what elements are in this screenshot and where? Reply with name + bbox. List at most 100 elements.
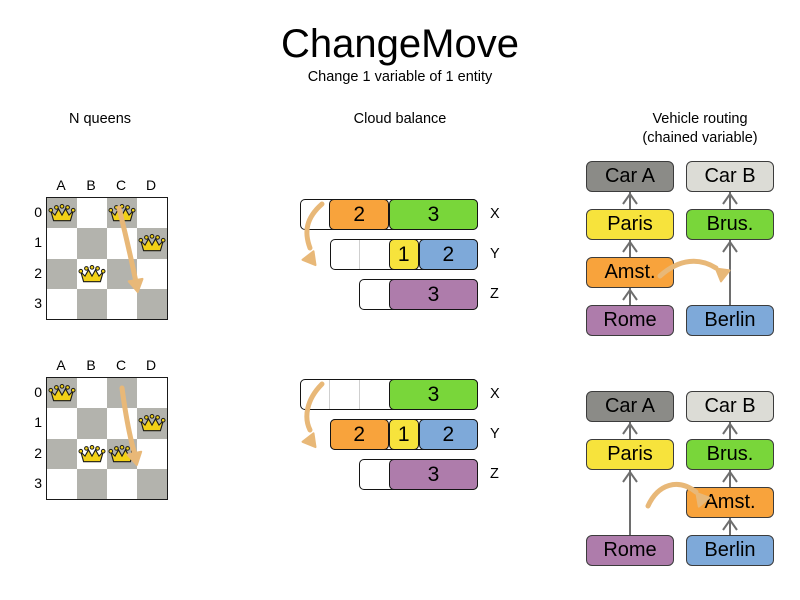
board-cell[interactable] <box>47 468 77 499</box>
queen-piece[interactable] <box>138 232 166 254</box>
process-block[interactable]: 2 <box>329 419 389 450</box>
visit-box[interactable]: Amst. <box>686 487 774 518</box>
board-row-label: 2 <box>34 444 42 461</box>
section-title-nqueens: N queens <box>68 111 132 127</box>
queen-piece[interactable] <box>108 202 136 224</box>
process-block[interactable]: 1 <box>388 239 419 270</box>
computer-label: Z <box>490 466 499 482</box>
board-cell[interactable] <box>77 228 107 259</box>
board-cell[interactable] <box>77 198 107 229</box>
board-row-label: 1 <box>34 414 42 431</box>
chess-board <box>46 377 168 500</box>
board-cell[interactable] <box>137 288 167 319</box>
queen-piece[interactable] <box>78 263 106 285</box>
process-block[interactable]: 3 <box>388 379 478 410</box>
board-column-label: D <box>145 357 157 373</box>
board-cell[interactable] <box>47 258 77 289</box>
cloud-move-arrowhead-after <box>301 432 317 449</box>
chain-link-line <box>728 470 732 487</box>
process-block[interactable]: 3 <box>388 279 478 310</box>
chain-link-line <box>728 422 732 439</box>
process-block[interactable]: 3 <box>388 199 478 230</box>
board-cell[interactable] <box>47 228 77 259</box>
visit-box[interactable]: Brus. <box>686 209 774 240</box>
process-block[interactable]: 3 <box>388 459 478 490</box>
board-column-label: A <box>56 177 66 193</box>
chain-link-arrowhead <box>722 519 738 531</box>
queen-piece[interactable] <box>78 443 106 465</box>
cloud-computer-row: 3 <box>359 459 478 490</box>
visit-box[interactable]: Paris <box>586 439 674 470</box>
computer-label: X <box>490 206 500 222</box>
process-block[interactable]: 2 <box>329 199 389 230</box>
chain-link-arrowhead <box>722 193 738 205</box>
queen-piece[interactable] <box>48 202 76 224</box>
cloud-computer-row: 3 <box>359 279 478 310</box>
chain-link-arrowhead <box>622 471 638 483</box>
chain-link-line <box>628 240 632 257</box>
vehicle-box[interactable]: Car A <box>586 161 674 192</box>
visit-box[interactable]: Berlin <box>686 535 774 566</box>
vehicle-box[interactable]: Car A <box>586 391 674 422</box>
board-cell[interactable] <box>137 258 167 289</box>
visit-box[interactable]: Paris <box>586 209 674 240</box>
board-cell[interactable] <box>47 408 77 439</box>
process-block[interactable]: 2 <box>418 239 478 270</box>
computer-label: Y <box>490 246 500 262</box>
board-cell[interactable] <box>107 378 137 409</box>
process-block[interactable]: 1 <box>388 419 419 450</box>
visit-box[interactable]: Brus. <box>686 439 774 470</box>
board-cell[interactable] <box>137 378 167 409</box>
chain-link-arrowhead <box>722 241 738 253</box>
board-column-label: C <box>115 177 127 193</box>
vrp-move-arrowhead-before <box>714 267 731 283</box>
process-block[interactable]: 2 <box>418 419 478 450</box>
queen-piece[interactable] <box>48 382 76 404</box>
board-cell[interactable] <box>77 288 107 319</box>
visit-box[interactable]: Rome <box>586 305 674 336</box>
board-cell[interactable] <box>107 228 137 259</box>
vehicle-box[interactable]: Car B <box>686 161 774 192</box>
board-column-label: C <box>115 357 127 373</box>
queen-piece[interactable] <box>108 443 136 465</box>
free-slot-divider <box>329 380 331 409</box>
queen-piece[interactable] <box>138 412 166 434</box>
free-slot-divider <box>359 240 361 269</box>
board-cell[interactable] <box>137 438 167 469</box>
board-cell[interactable] <box>77 468 107 499</box>
computer-label: X <box>490 386 500 402</box>
vehicle-box[interactable]: Car B <box>686 391 774 422</box>
chess-board <box>46 197 168 320</box>
board-cell[interactable] <box>107 408 137 439</box>
board-row-label: 2 <box>34 264 42 281</box>
chain-link-arrowhead <box>622 423 638 435</box>
chain-link-line <box>628 288 632 305</box>
section-title-cloud-balance: Cloud balance <box>353 111 447 127</box>
board-row-label: 0 <box>34 204 42 220</box>
chain-link-line <box>628 192 632 209</box>
chain-link-arrowhead <box>722 471 738 483</box>
visit-box[interactable]: Amst. <box>586 257 674 288</box>
page-subtitle: Change 1 variable of 1 entity <box>307 69 493 85</box>
visit-box[interactable]: Rome <box>586 535 674 566</box>
board-cell[interactable] <box>107 468 137 499</box>
board-cell[interactable] <box>47 438 77 469</box>
board-cell[interactable] <box>77 378 107 409</box>
board-cell[interactable] <box>47 288 77 319</box>
page-title: ChangeMove <box>281 22 519 66</box>
computer-label: Z <box>490 286 499 302</box>
chain-link-arrowhead <box>622 241 638 253</box>
board-row-label: 3 <box>34 294 42 311</box>
board-cell[interactable] <box>137 468 167 499</box>
board-cell[interactable] <box>107 288 137 319</box>
board-cell[interactable] <box>77 408 107 439</box>
board-cell[interactable] <box>107 258 137 289</box>
board-column-label: A <box>56 357 66 373</box>
chain-link-arrowhead <box>722 423 738 435</box>
visit-box[interactable]: Berlin <box>686 305 774 336</box>
board-row-label: 0 <box>34 384 42 400</box>
board-column-label: B <box>86 177 96 193</box>
board-cell[interactable] <box>137 198 167 229</box>
